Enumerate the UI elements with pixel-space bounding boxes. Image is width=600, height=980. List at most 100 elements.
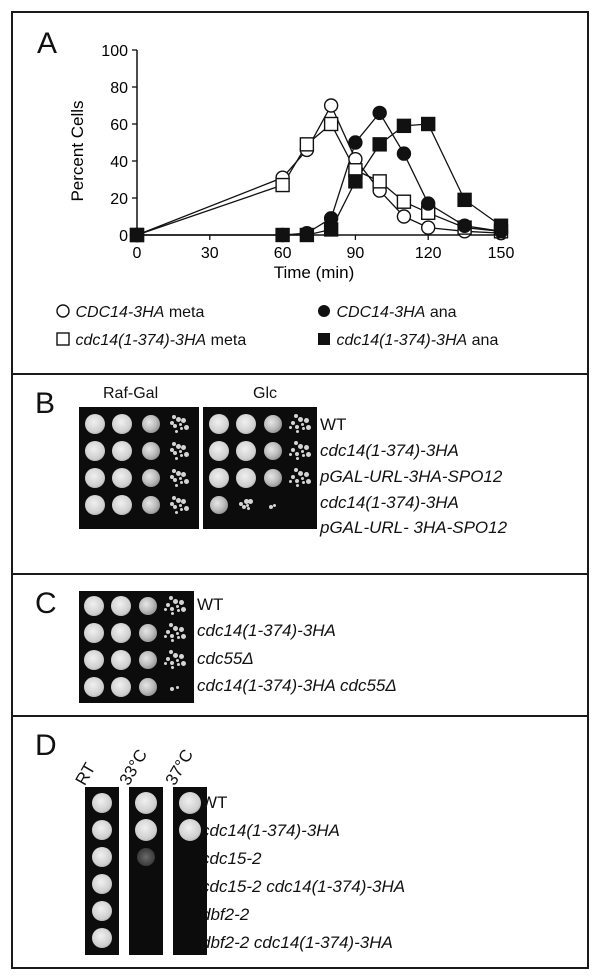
colony-spot bbox=[142, 442, 160, 460]
colony-spot bbox=[297, 416, 303, 422]
colony-spot bbox=[169, 596, 173, 601]
colony-spot bbox=[170, 606, 175, 611]
colony-spot bbox=[179, 426, 183, 430]
colony-spot bbox=[295, 424, 300, 429]
colony-spot bbox=[181, 417, 187, 423]
colony-spot bbox=[175, 604, 179, 608]
colony-spot bbox=[175, 631, 179, 635]
colony-spot bbox=[169, 623, 173, 628]
data-point bbox=[348, 135, 363, 150]
data-point bbox=[396, 209, 412, 224]
colony-spot bbox=[173, 451, 178, 456]
data-point bbox=[323, 98, 339, 113]
legend-series-name: CDC14-3HA bbox=[336, 304, 426, 321]
x-tick-label: 60 bbox=[274, 245, 292, 262]
colony-spot bbox=[264, 415, 282, 433]
colony-spot bbox=[166, 656, 171, 661]
x-tick-label: 30 bbox=[201, 245, 219, 262]
series-line-4 bbox=[137, 123, 502, 236]
colony-spot bbox=[172, 414, 177, 419]
strain-label: cdc55Δ bbox=[197, 649, 254, 668]
colony-spot bbox=[178, 599, 184, 605]
colony-spot bbox=[183, 478, 189, 484]
colony-spot bbox=[174, 456, 178, 460]
colony-spot bbox=[112, 414, 132, 434]
colony-spot bbox=[178, 422, 182, 426]
open-square-marker-icon bbox=[56, 332, 70, 346]
colony-spot bbox=[85, 495, 105, 515]
colony-spot bbox=[302, 481, 306, 485]
spot-plate-37c bbox=[173, 787, 207, 955]
colony-spot bbox=[181, 471, 187, 477]
strain-label: cdc14(1-374)-3HA bbox=[197, 621, 336, 640]
strain-label: cdc14(1-374)-3HA bbox=[320, 493, 459, 512]
colony-spot bbox=[273, 503, 276, 507]
strain-label: cdc14(1-374)-3HA bbox=[201, 821, 340, 840]
colony-spot bbox=[306, 478, 312, 484]
colony-spot bbox=[289, 426, 293, 430]
colony-spot bbox=[236, 468, 256, 488]
strain-label: WT bbox=[320, 415, 347, 434]
colony-spot bbox=[172, 652, 178, 658]
colony-spot bbox=[291, 447, 296, 452]
colony-spot bbox=[84, 596, 104, 616]
colony-spot bbox=[294, 414, 298, 419]
panel-b-letter: B bbox=[35, 387, 56, 420]
colony-spot bbox=[172, 468, 177, 473]
colony-spot bbox=[236, 414, 256, 434]
colony-spot bbox=[306, 424, 312, 430]
data-point bbox=[421, 116, 436, 132]
data-point bbox=[299, 137, 315, 152]
data-point bbox=[372, 105, 387, 121]
colony-spot bbox=[247, 507, 251, 511]
y-tick-label: 60 bbox=[110, 117, 128, 134]
y-tick-label: 40 bbox=[110, 154, 128, 171]
colony-spot bbox=[84, 677, 104, 697]
colony-spot bbox=[92, 901, 112, 921]
colony-spot bbox=[139, 651, 157, 669]
colony-spot bbox=[294, 468, 298, 473]
legend-series-name: CDC14-3HA bbox=[75, 304, 165, 321]
series-line-1 bbox=[136, 104, 502, 236]
colony-spot bbox=[177, 636, 181, 640]
colony-spot bbox=[181, 660, 187, 666]
temp-label-37c: 37°C bbox=[161, 746, 198, 789]
open-circle-marker-icon bbox=[56, 304, 70, 318]
colony-spot bbox=[92, 847, 112, 867]
y-axis-label: Percent Cells bbox=[68, 100, 87, 201]
colony-spot bbox=[111, 677, 131, 697]
spot-plate-rt bbox=[85, 787, 119, 955]
strain-label: cdc15-2 bbox=[201, 849, 262, 868]
colony-spot bbox=[85, 414, 105, 434]
panel-c: C WT cdc14(1-374)-3HA cdc55Δ cdc14(1-374… bbox=[13, 573, 587, 715]
y-tick-label: 0 bbox=[119, 228, 128, 245]
data-point bbox=[421, 220, 436, 235]
colony-spot bbox=[175, 443, 181, 449]
colony-spot bbox=[179, 792, 201, 814]
strain-label: dbf2-2 cdc14(1-374)-3HA bbox=[201, 933, 393, 952]
panel-a-letter: A bbox=[37, 27, 58, 60]
colony-spot bbox=[172, 495, 177, 500]
colony-spot bbox=[183, 424, 189, 430]
colony-spot bbox=[264, 469, 282, 487]
colony-spot bbox=[177, 663, 181, 667]
colony-spot bbox=[164, 662, 168, 666]
colony-spot bbox=[178, 653, 184, 659]
colony-spot bbox=[172, 625, 178, 631]
plate-label-raf-gal: Raf-Gal bbox=[103, 385, 159, 402]
colony-spot bbox=[175, 416, 181, 422]
data-point bbox=[372, 174, 387, 189]
colony-spot bbox=[170, 660, 175, 665]
colony-spot bbox=[209, 414, 229, 434]
colony-spot bbox=[84, 623, 104, 643]
colony-spot bbox=[171, 612, 175, 616]
colony-spot bbox=[135, 792, 157, 814]
x-tick-label: 150 bbox=[488, 245, 515, 262]
colony-spot bbox=[92, 793, 112, 813]
colony-spot bbox=[174, 429, 178, 433]
colony-spot bbox=[269, 504, 274, 509]
colony-spot bbox=[139, 597, 157, 615]
colony-spot bbox=[169, 447, 174, 452]
